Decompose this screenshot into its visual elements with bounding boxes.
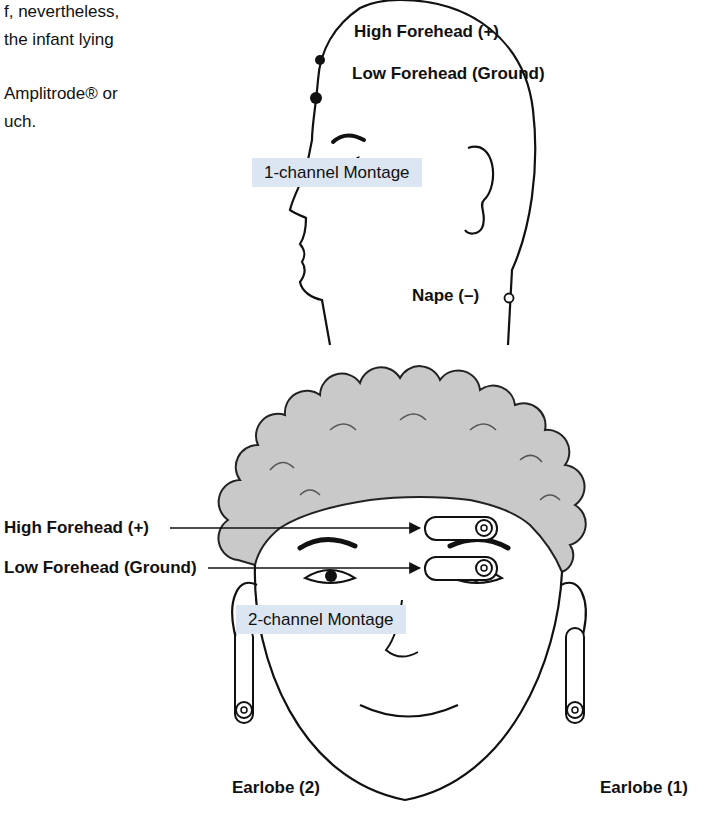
eyebrow (300, 539, 355, 548)
pupil (325, 570, 337, 582)
leader-arrow (170, 527, 420, 529)
body-text: the infant lying (4, 30, 114, 50)
montage-title: 2-channel Montage (248, 610, 394, 629)
ear-clip-snap (572, 707, 578, 713)
body-text: Amplitrode® or (4, 84, 118, 104)
forehead-electrode (425, 557, 497, 580)
electrode-dot (310, 92, 322, 104)
electrode-snap (481, 565, 487, 571)
electrode-label: Earlobe (2) (232, 778, 320, 798)
electrode-snap (476, 560, 492, 576)
ear-clip-snap (236, 702, 252, 718)
montage-title: 1-channel Montage (264, 163, 410, 182)
hair-curls (270, 414, 560, 500)
electrode-ring (505, 294, 514, 303)
leader-arrow (208, 567, 420, 569)
electrode-dot (315, 55, 325, 65)
electrode-label: Low Forehead (Ground) (352, 64, 545, 84)
hair (218, 366, 585, 572)
electrode-label: Nape (–) (412, 286, 479, 306)
ear-clip-snap (567, 702, 583, 718)
ear-clip-snap (241, 707, 247, 713)
montage-band: 2-channel Montage (236, 605, 406, 634)
ear-clip (235, 628, 253, 723)
body-text: uch. (4, 112, 36, 132)
ear-clip (566, 628, 584, 723)
electrode-label: Low Forehead (Ground) (4, 558, 197, 578)
electrode-label: High Forehead (+) (4, 518, 149, 538)
eye (305, 570, 355, 583)
face-outline (255, 565, 562, 800)
profile-eyebrow (333, 135, 364, 142)
electrode-snap (476, 520, 492, 536)
electrode-snap (481, 525, 487, 531)
montage-band: 1-channel Montage (252, 158, 422, 187)
mouth (360, 705, 458, 717)
electrode-label: High Forehead (+) (354, 22, 499, 42)
profile-ear (465, 147, 493, 234)
forehead-electrode (425, 517, 497, 540)
electrode-label: Earlobe (1) (600, 778, 688, 798)
body-text: f, nevertheless, (4, 2, 119, 22)
